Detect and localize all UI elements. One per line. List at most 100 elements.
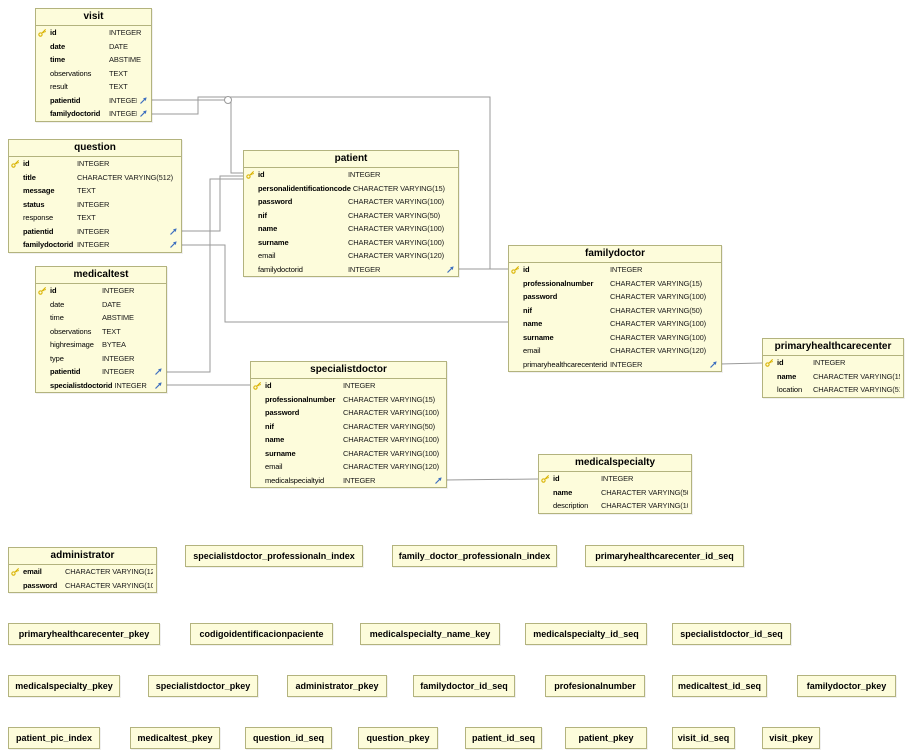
entity-title: administrator xyxy=(9,548,156,565)
box-primaryhealthcarecenter_pkey[interactable]: primaryhealthcarecenter_pkey xyxy=(8,623,160,645)
column-name: status xyxy=(23,199,45,209)
entity-title: medicalspecialty xyxy=(539,455,691,472)
box-patient_pic_index[interactable]: patient_pic_index xyxy=(8,727,100,749)
box-medicaltest_pkey[interactable]: medicaltest_pkey xyxy=(130,727,220,749)
box-familydoctor_id_seq[interactable]: familydoctor_id_seq xyxy=(413,675,515,697)
column-name: professionalnumber xyxy=(523,278,594,288)
box-visit_pkey[interactable]: visit_pkey xyxy=(762,727,820,749)
box-codigoidentificacionpaciente[interactable]: codigoidentificacionpaciente xyxy=(190,623,333,645)
primary-key-icon xyxy=(511,265,523,274)
relationship-line-question.familydoctorid-to-familydoctor.id xyxy=(180,244,508,323)
box-specialistdoctor_professionaln_index[interactable]: specialistdoctor_professionaln_index xyxy=(185,545,363,567)
box-question_id_seq[interactable]: question_id_seq xyxy=(245,727,332,749)
box-primaryhealthcarecenter_id_seq[interactable]: primaryhealthcarecenter_id_seq xyxy=(585,545,744,567)
entity-title: medicaltest xyxy=(36,267,166,284)
box-medicalspecialty_id_seq[interactable]: medicalspecialty_id_seq xyxy=(525,623,647,645)
column-name: nif xyxy=(265,421,274,431)
box-patient_pkey[interactable]: patient_pkey xyxy=(565,727,647,749)
column-type: CHARACTER VARYING(150) xyxy=(813,371,900,381)
column-type: CHARACTER VARYING(100) xyxy=(610,292,707,302)
column-type: INTEGER xyxy=(102,353,135,363)
box-medicaltest_id_seq[interactable]: medicaltest_id_seq xyxy=(672,675,767,697)
column-type: INTEGER xyxy=(109,28,142,38)
relationship-line-question.patientid-to-patient.id xyxy=(180,175,243,232)
box-administrator_pkey[interactable]: administrator_pkey xyxy=(287,675,387,697)
column-type: CHARACTER VARYING(15) xyxy=(610,278,703,288)
column-name: familydoctorid xyxy=(258,264,303,274)
column-name: password xyxy=(258,197,293,207)
column-type: CHARACTER VARYING(1000) xyxy=(601,501,688,511)
column-name: primaryhealthcarecenterid xyxy=(523,359,608,369)
column-type: BYTEA xyxy=(102,340,126,350)
box-family_doctor_professionaln_index[interactable]: family_doctor_professionaln_index xyxy=(392,545,557,567)
box-patient_id_seq[interactable]: patient_id_seq xyxy=(465,727,542,749)
box-medicalspecialty_name_key[interactable]: medicalspecialty_name_key xyxy=(360,623,500,645)
column-type: CHARACTER VARYING(100) xyxy=(348,197,445,207)
relationship-line-familydoctor.primaryhealthcarecenterid-to-primaryhealthcarecenter.id xyxy=(719,362,763,365)
column-name: familydoctorid xyxy=(50,109,101,119)
primary-key-icon xyxy=(246,170,258,179)
column-name: date xyxy=(50,299,65,309)
box-specialistdoctor_id_seq[interactable]: specialistdoctor_id_seq xyxy=(672,623,791,645)
column-type: DATE xyxy=(109,41,128,51)
column-row-id: id INTEGER xyxy=(251,379,446,393)
foreign-key-icon xyxy=(444,265,455,274)
column-name: patientid xyxy=(50,367,81,377)
box-profesionalnumber[interactable]: profesionalnumber xyxy=(545,675,645,697)
box-visit_id_seq[interactable]: visit_id_seq xyxy=(672,727,735,749)
entity-title: visit xyxy=(36,9,151,26)
column-type: INTEGER xyxy=(114,380,147,390)
column-name: name xyxy=(523,319,543,329)
box-question_pkey[interactable]: question_pkey xyxy=(358,727,438,749)
column-row-date: date DATE xyxy=(36,298,166,312)
column-type: CHARACTER VARYING(100) xyxy=(348,224,445,234)
column-type: CHARACTER VARYING(15) xyxy=(343,394,436,404)
column-type: DATE xyxy=(102,299,121,309)
column-type: CHARACTER VARYING(120) xyxy=(610,346,707,356)
column-name: id xyxy=(265,381,272,391)
column-name: id xyxy=(258,170,265,180)
primary-key-icon xyxy=(11,159,23,168)
box-specialistdoctor_pkey[interactable]: specialistdoctor_pkey xyxy=(148,675,258,697)
column-name: id xyxy=(553,474,560,484)
primary-key-icon xyxy=(541,474,553,483)
column-type: INTEGER xyxy=(343,381,376,391)
box-medicalspecialty_pkey[interactable]: medicalspecialty_pkey xyxy=(8,675,120,697)
primary-key-icon xyxy=(38,28,50,37)
entity-title: familydoctor xyxy=(509,246,721,263)
column-name: patientid xyxy=(23,226,54,236)
column-type: CHARACTER VARYING(50) xyxy=(610,305,703,315)
column-type: CHARACTER VARYING(100) xyxy=(348,237,445,247)
column-type: TEXT xyxy=(77,213,96,223)
column-name: surname xyxy=(265,448,296,458)
box-familydoctor_pkey[interactable]: familydoctor_pkey xyxy=(797,675,896,697)
column-name: id xyxy=(50,286,57,296)
